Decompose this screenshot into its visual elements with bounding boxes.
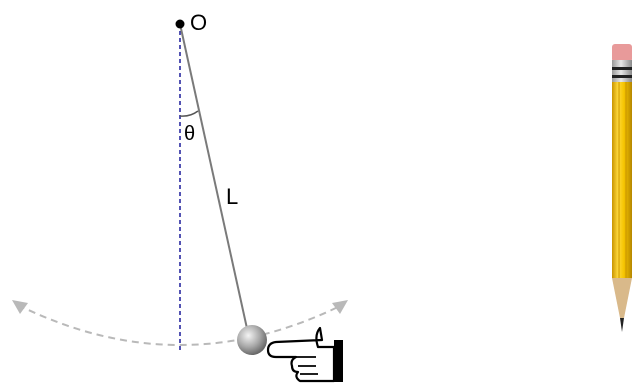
length-label: L — [226, 184, 238, 209]
arrowhead-icon — [12, 300, 28, 314]
pivot-dot-icon — [175, 19, 185, 29]
pendulum-bob-icon[interactable] — [237, 325, 267, 355]
angle-arc — [179, 110, 199, 117]
arrowhead-icon — [332, 300, 348, 314]
swing-arc — [17, 304, 343, 346]
pointing-hand-icon[interactable] — [266, 326, 343, 383]
pendulum-string — [179, 23, 249, 334]
angle-label: θ — [184, 123, 195, 145]
pivot-label: O — [190, 10, 207, 35]
pencil-icon — [612, 44, 632, 332]
